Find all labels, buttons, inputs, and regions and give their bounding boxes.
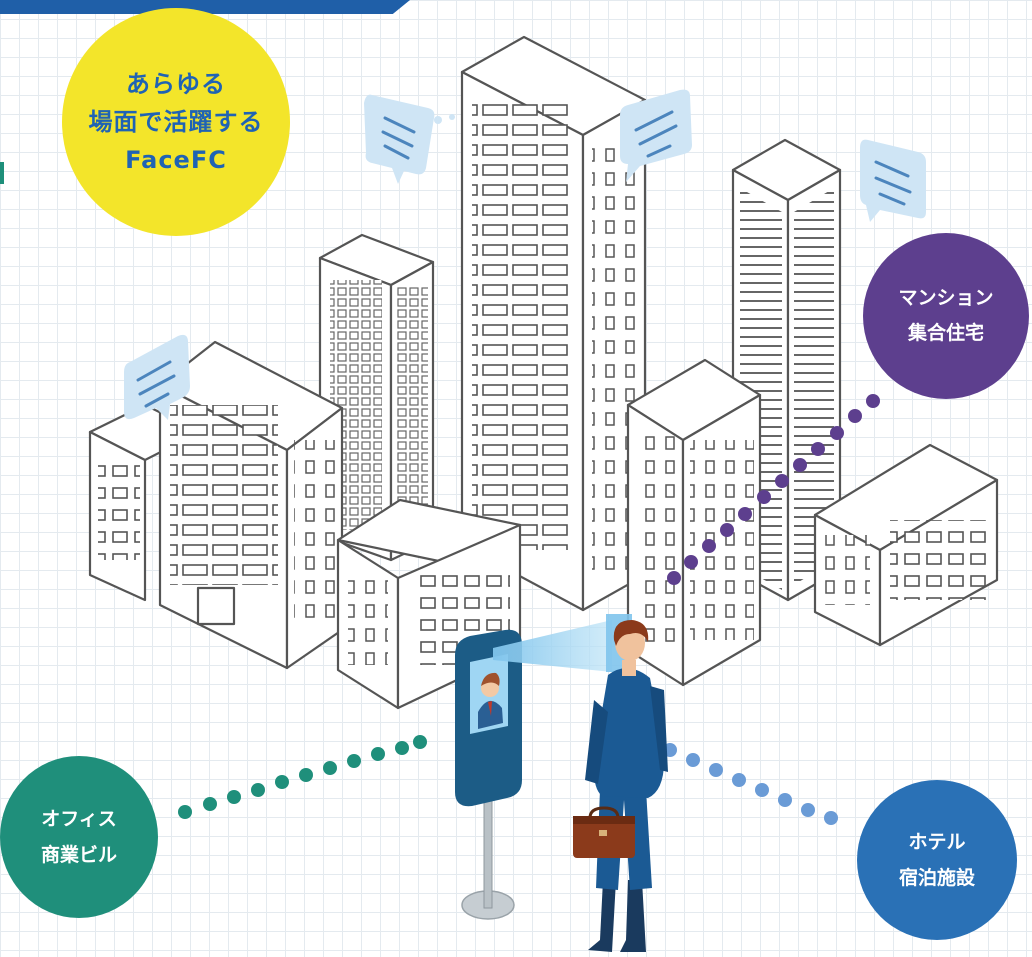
person-icon	[585, 620, 668, 952]
office-connector	[178, 735, 427, 819]
building-icon	[626, 358, 762, 687]
speech-bubble-icon	[860, 139, 926, 222]
hotel-badge: ホテル 宿泊施設	[857, 780, 1017, 940]
mansion-label-2: 集合住宅	[907, 322, 984, 344]
hero-line-3: FaceFC	[125, 146, 227, 174]
office-label-1: オフィス	[41, 808, 117, 830]
office-badge: オフィス 商業ビル	[0, 756, 158, 918]
speech-bubble-icon	[124, 334, 190, 420]
office-label-2: 商業ビル	[40, 844, 117, 866]
mansion-connector	[667, 394, 880, 585]
hotel-label-1: ホテル	[908, 831, 966, 853]
hotel-label-2: 宿泊施設	[898, 867, 975, 889]
header-bar	[0, 0, 410, 14]
building-icon	[88, 403, 202, 602]
building-icon	[813, 443, 999, 647]
mansion-label-1: マンション	[898, 287, 994, 309]
building-icon	[460, 35, 647, 612]
mansion-badge: マンション 集合住宅	[863, 233, 1029, 399]
building-icon	[318, 233, 435, 562]
speech-bubble-icon	[364, 94, 435, 184]
face-terminal-icon	[455, 629, 522, 920]
building-icon	[158, 340, 344, 670]
hero-badge: あらゆる 場面で活躍する FaceFC	[62, 8, 290, 236]
speech-bubble-icon	[620, 89, 692, 182]
briefcase-icon	[573, 806, 635, 858]
section-marker	[0, 162, 4, 184]
hotel-connector	[663, 743, 838, 825]
hero-line-1: あらゆる	[126, 70, 226, 98]
hero-line-2: 場面で活躍する	[88, 108, 264, 136]
